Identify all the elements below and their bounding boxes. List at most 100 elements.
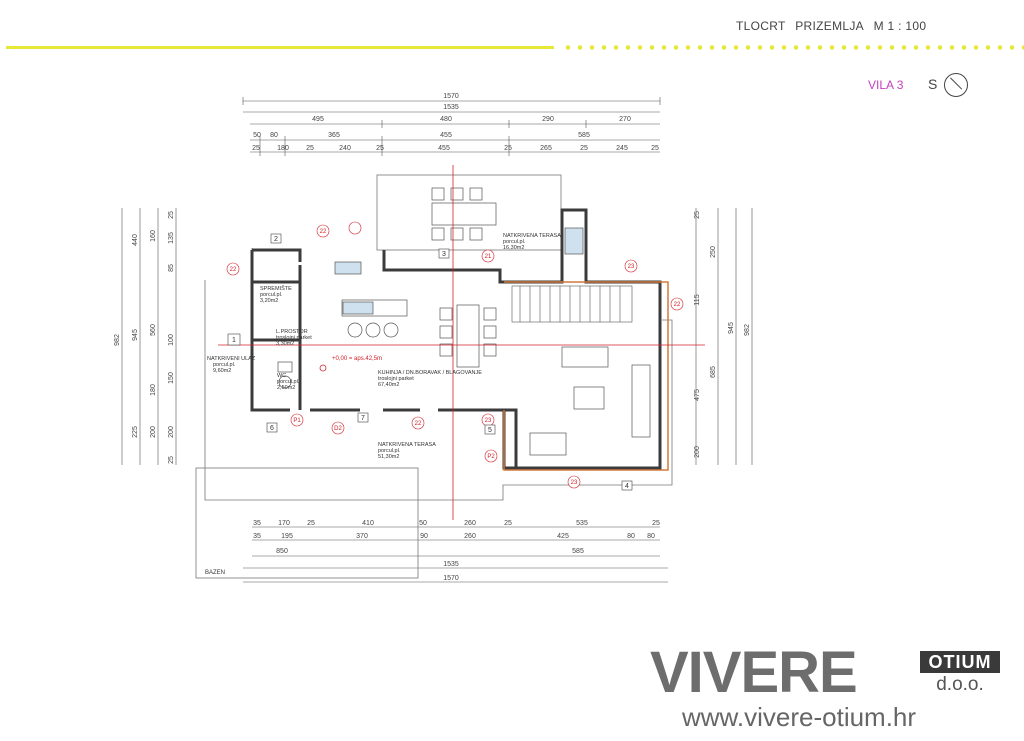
- dim-right-mid: 945: [728, 322, 735, 334]
- dim-left-h: 135: [168, 232, 175, 244]
- dim-left-e: 225: [132, 426, 139, 438]
- dim-left-outer: 982: [114, 334, 121, 346]
- dim-bot-total2: 1570: [443, 575, 459, 582]
- dim-top-r4-3: 25: [306, 145, 314, 152]
- dim-right-b: 115: [694, 294, 701, 305]
- room-terrace-south-area: 51,30m2: [378, 454, 399, 460]
- dim-left-c: 100: [168, 334, 175, 346]
- tag-d2-a: D2: [334, 426, 342, 432]
- room-terrace-north-floor: porcul.pl.: [503, 239, 526, 245]
- dim-left-g1: 25: [168, 211, 175, 219]
- dim-bot-r3-1: 850: [276, 548, 288, 555]
- dim-top-r2-4: 270: [619, 116, 631, 123]
- tag-22-b: 22: [320, 229, 327, 235]
- dim-top-r3-3: 365: [328, 132, 340, 139]
- marker-3: 3: [442, 251, 446, 258]
- dim-left-f2: 200: [168, 426, 175, 438]
- compass-icon: [944, 73, 968, 97]
- room-terrace-north-area: 16,30m2: [503, 245, 524, 251]
- room-storage-area: 3,20m2: [260, 298, 278, 304]
- dim-bot-r2-3: 370: [356, 533, 368, 540]
- dim-top-r3-1: 50: [253, 132, 261, 139]
- dim-top-r3-2: 80: [270, 132, 278, 139]
- dim-top-r4-7: 25: [504, 145, 512, 152]
- dim-right-f: 200: [694, 446, 701, 458]
- dim-top-total: 1570: [443, 93, 459, 100]
- tag-23-a: 23: [628, 264, 635, 270]
- dim-bot-r2-8: 80: [647, 533, 655, 540]
- dim-right-c: 685: [710, 366, 717, 378]
- marker-2: 2: [274, 236, 278, 243]
- room-terrace-south-floor: porcul.pl.: [378, 448, 401, 454]
- tag-23-c: 23: [485, 418, 492, 424]
- dim-right-a: 250: [710, 246, 717, 258]
- tag-22-d: 22: [415, 421, 422, 427]
- dim-top-r3-4: 455: [440, 132, 452, 139]
- north-label: S: [928, 76, 938, 92]
- room-terrace-south-name: NATKRIVENA TERASA: [378, 442, 436, 448]
- scale-text: M 1 : 100: [873, 19, 927, 33]
- dim-left-a: 160: [150, 230, 157, 242]
- dim-top-r4-10: 245: [616, 145, 628, 152]
- dim-top-r4-9: 25: [580, 145, 588, 152]
- room-wc-area: 2,50m2: [277, 385, 295, 391]
- room-living-floor: troslojni parket: [378, 376, 414, 382]
- dim-bot-r1-8: 535: [576, 520, 588, 527]
- dim-bot-r1-2: 170: [278, 520, 290, 527]
- room-lprostor-area: 3,30m2: [276, 341, 294, 347]
- dim-bot-r1-1: 35: [253, 520, 261, 527]
- dim-top-r3-5: 585: [578, 132, 590, 139]
- room-wc-floor: porcul.pl.: [277, 379, 300, 385]
- dim-top-r4-6: 455: [438, 145, 450, 152]
- marker-5: 5: [488, 427, 492, 434]
- dim-bot-r2-1: 35: [253, 533, 261, 540]
- dim-right-d: 475: [694, 389, 701, 401]
- dim-bot-r1-6: 260: [464, 520, 476, 527]
- drawing-title: TLOCRT PRIZEMLJA M 1 : 100: [736, 19, 932, 33]
- marker-4: 4: [625, 483, 629, 490]
- dim-top-r4-4: 240: [339, 145, 351, 152]
- logo-wordmark: VIVERE: [650, 640, 858, 705]
- dim-right-e: 25: [694, 211, 701, 219]
- tag-22-c: 22: [674, 302, 681, 308]
- dim-left-mid: 945: [132, 329, 139, 341]
- villa-label: VILA 3: [868, 78, 904, 92]
- dim-bot-r2-2: 195: [281, 533, 293, 540]
- marker-1: 1: [232, 337, 236, 344]
- tag-22-a: 22: [230, 267, 237, 273]
- dim-bot-r2-7: 80: [627, 533, 635, 540]
- room-terrace-north-name: NATKRIVENA TERASA: [503, 233, 561, 239]
- dim-top-r2-3: 290: [542, 116, 554, 123]
- pool-label: BAZEN: [205, 570, 225, 576]
- website-link[interactable]: www.vivere-otium.hr: [682, 702, 917, 732]
- dim-bot-r1-3: 25: [307, 520, 315, 527]
- yellow-rule: [6, 46, 554, 49]
- room-living-name: KUHINJA / DN.BORAVAK / BLAGOVANJE: [378, 370, 482, 376]
- room-lprostor-name: L.PROSTOR: [276, 329, 308, 335]
- yellow-dotted-rule: [562, 45, 1024, 50]
- marker-7: 7: [361, 415, 365, 422]
- dim-top-r2-1: 495: [312, 116, 324, 123]
- dim-top-r4-11: 25: [651, 145, 659, 152]
- dim-top-r1: 1535: [443, 104, 459, 111]
- dim-bot-r1-7: 25: [504, 520, 512, 527]
- room-entry-area: 9,60m2: [213, 368, 231, 374]
- dim-top-r4-2: 180: [277, 145, 289, 152]
- dim-bot-r1-5: 50: [419, 520, 427, 527]
- room-entry-floor: porcul.pl.: [213, 362, 236, 368]
- dim-left-i: 85: [168, 264, 175, 272]
- title-word: TLOCRT: [736, 19, 786, 33]
- room-lprostor-floor: troslojni parket: [276, 335, 312, 341]
- dim-left-d: 180: [150, 384, 157, 396]
- dim-bot-r2-4: 90: [420, 533, 428, 540]
- tag-23-b: 23: [571, 480, 578, 486]
- dim-left-g2: 25: [168, 456, 175, 464]
- dim-left-b: 440: [132, 234, 139, 246]
- tag-21-a: 21: [485, 254, 492, 260]
- room-storage-name: SPREMIŠTE: [260, 285, 292, 292]
- room-wc-name: WC: [277, 373, 286, 379]
- dim-top-r4-1: 25: [252, 145, 260, 152]
- dim-top-r4-8: 265: [540, 145, 552, 152]
- marker-6: 6: [270, 425, 274, 432]
